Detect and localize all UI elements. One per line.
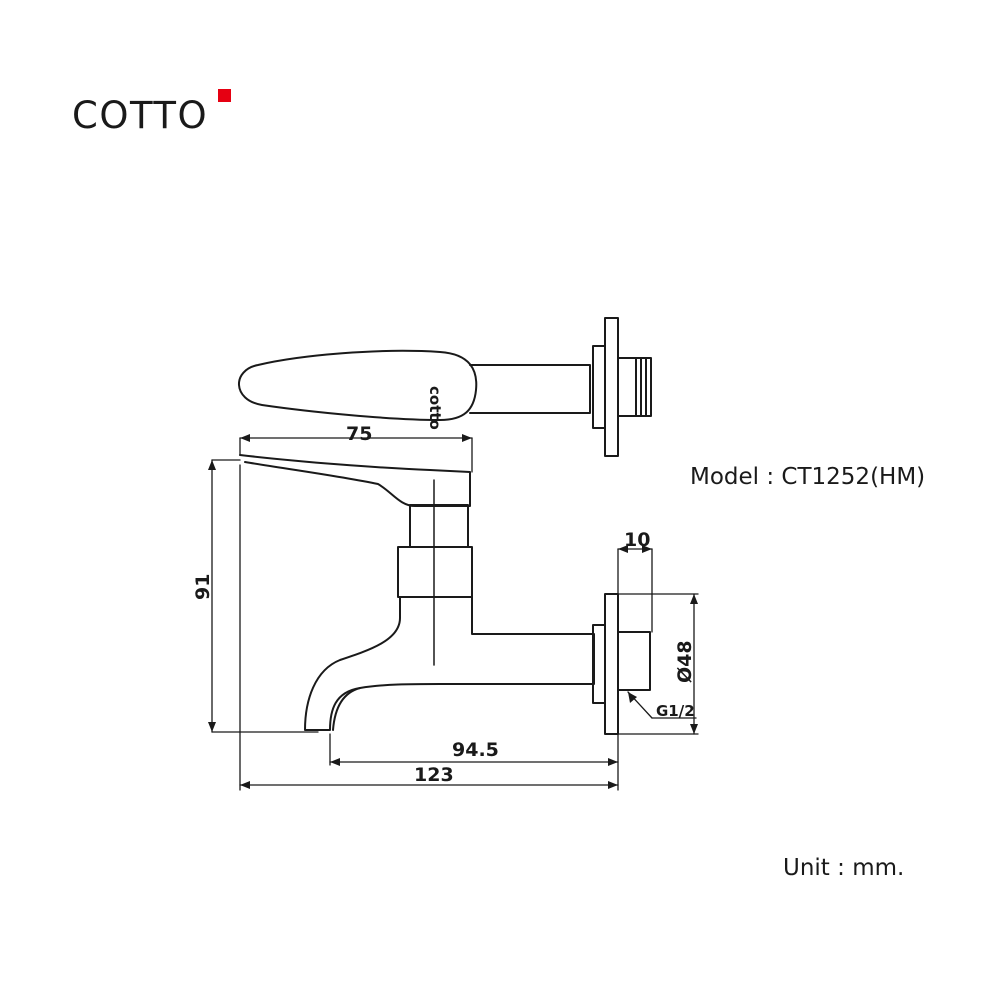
top-view-handle-stem xyxy=(469,364,591,414)
dimension-label-overall-length: 123 xyxy=(414,764,454,786)
dimension-lines xyxy=(211,437,699,791)
side-view-body xyxy=(304,596,595,731)
dimension-label-spout-reach: 94.5 xyxy=(452,739,499,761)
brand-logo: COTTO xyxy=(72,89,231,140)
handle-logo-text: cotto xyxy=(426,386,444,430)
dimension-label-flange-thickness: 10 xyxy=(624,529,650,551)
side-view-handle xyxy=(239,454,471,507)
brand-accent-square xyxy=(218,89,231,102)
side-view-bonnet xyxy=(397,546,473,598)
dimension-label-height: 91 xyxy=(192,574,214,600)
side-view-flange xyxy=(604,593,619,735)
top-view-flange-inner xyxy=(592,345,606,429)
brand-name: COTTO xyxy=(72,94,209,137)
top-view-nipple xyxy=(617,357,652,417)
top-view-flange-outer xyxy=(604,317,619,457)
dimension-arrows xyxy=(208,434,698,789)
top-view xyxy=(238,317,652,457)
dimension-label-thread: G1/2 xyxy=(656,702,695,720)
dimension-label-flange-diameter: Ø48 xyxy=(674,640,696,683)
top-view-handle-outline xyxy=(238,349,478,421)
side-view-handle-stem xyxy=(409,504,469,548)
side-view xyxy=(239,454,651,735)
side-view-nipple xyxy=(617,631,651,691)
model-label: Model : CT1252(HM) xyxy=(690,464,926,490)
unit-label: Unit : mm. xyxy=(783,855,905,881)
dimension-label-handle-length: 75 xyxy=(346,423,372,445)
